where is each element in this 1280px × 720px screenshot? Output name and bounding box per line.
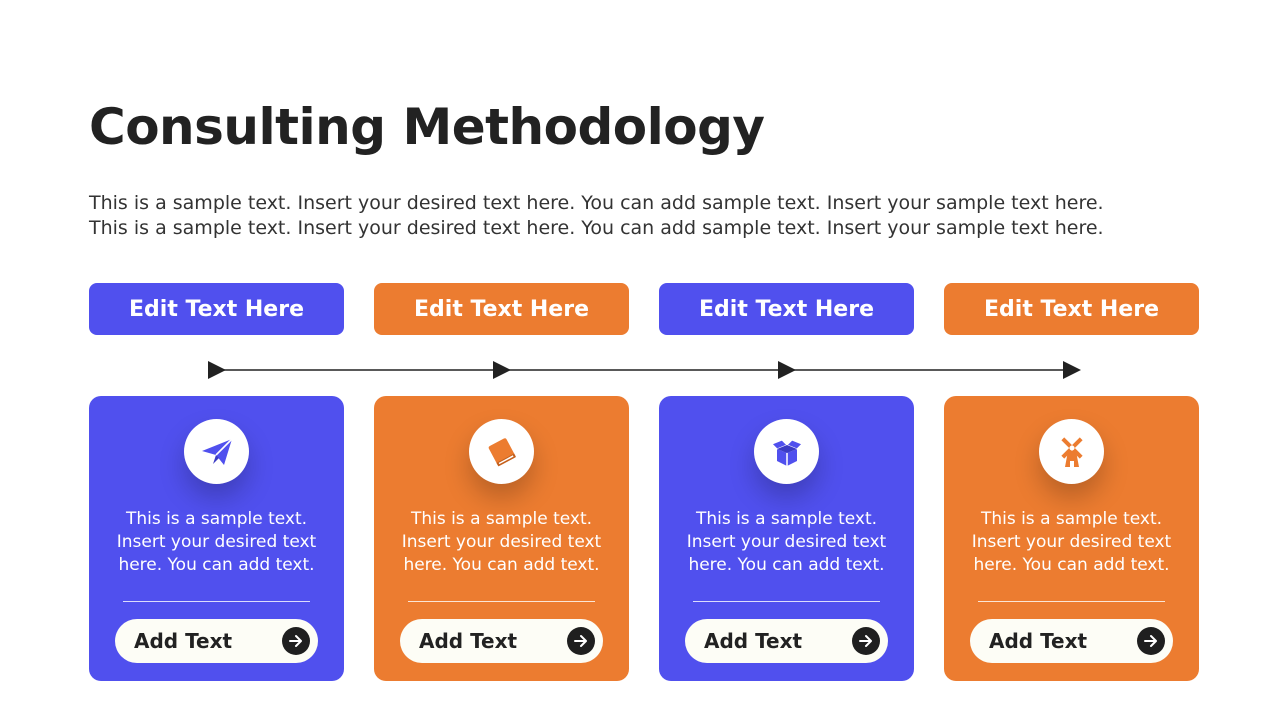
open-box-icon [770, 438, 803, 466]
step-1-add-text-button[interactable]: Add Text [115, 619, 318, 663]
step-1-card: This is a sample text. Insert your desir… [89, 396, 344, 681]
paper-plane-icon [201, 437, 233, 465]
step-2-icon-badge [469, 419, 534, 484]
arrowhead-icon [778, 361, 796, 379]
windmill-icon [1060, 436, 1083, 467]
arrowhead-icon [1063, 361, 1081, 379]
add-text-label: Add Text [704, 629, 803, 653]
step-3-header[interactable]: Edit Text Here [659, 283, 914, 335]
add-text-label: Add Text [989, 629, 1088, 653]
step-3-icon-badge [754, 419, 819, 484]
step-2-add-text-button[interactable]: Add Text [400, 619, 603, 663]
arrow-right-icon [1137, 627, 1165, 655]
step-3-card: This is a sample text. Insert your desir… [659, 396, 914, 681]
step-1-description: This is a sample text. Insert your desir… [116, 509, 317, 575]
intro-text: This is a sample text. Insert your desir… [89, 192, 1104, 239]
step-4-card: This is a sample text. Insert your desir… [944, 396, 1199, 681]
step-4-add-text-button[interactable]: Add Text [970, 619, 1173, 663]
arrowhead-icon [493, 361, 511, 379]
step-4-header[interactable]: Edit Text Here [944, 283, 1199, 335]
step-2-header[interactable]: Edit Text Here [374, 283, 629, 335]
step-1-header[interactable]: Edit Text Here [89, 283, 344, 335]
book-icon [488, 437, 516, 466]
page-title: Consulting Methodology [89, 98, 765, 156]
divider [123, 601, 310, 602]
divider [408, 601, 595, 602]
arrowhead-icon [208, 361, 226, 379]
step-2-card: This is a sample text. Insert your desir… [374, 396, 629, 681]
arrow-right-icon [852, 627, 880, 655]
step-3-add-text-button[interactable]: Add Text [685, 619, 888, 663]
step-1-icon-badge [184, 419, 249, 484]
arrow-right-icon [567, 627, 595, 655]
step-2-description: This is a sample text. Insert your desir… [401, 509, 602, 575]
divider [693, 601, 880, 602]
arrow-right-icon [282, 627, 310, 655]
add-text-label: Add Text [419, 629, 518, 653]
step-4-description: This is a sample text. Insert your desir… [971, 509, 1172, 575]
step-4-icon-badge [1039, 419, 1104, 484]
step-3-description: This is a sample text. Insert your desir… [686, 509, 887, 575]
process-arrow-line [208, 361, 1081, 379]
divider [978, 601, 1165, 602]
add-text-label: Add Text [134, 629, 233, 653]
